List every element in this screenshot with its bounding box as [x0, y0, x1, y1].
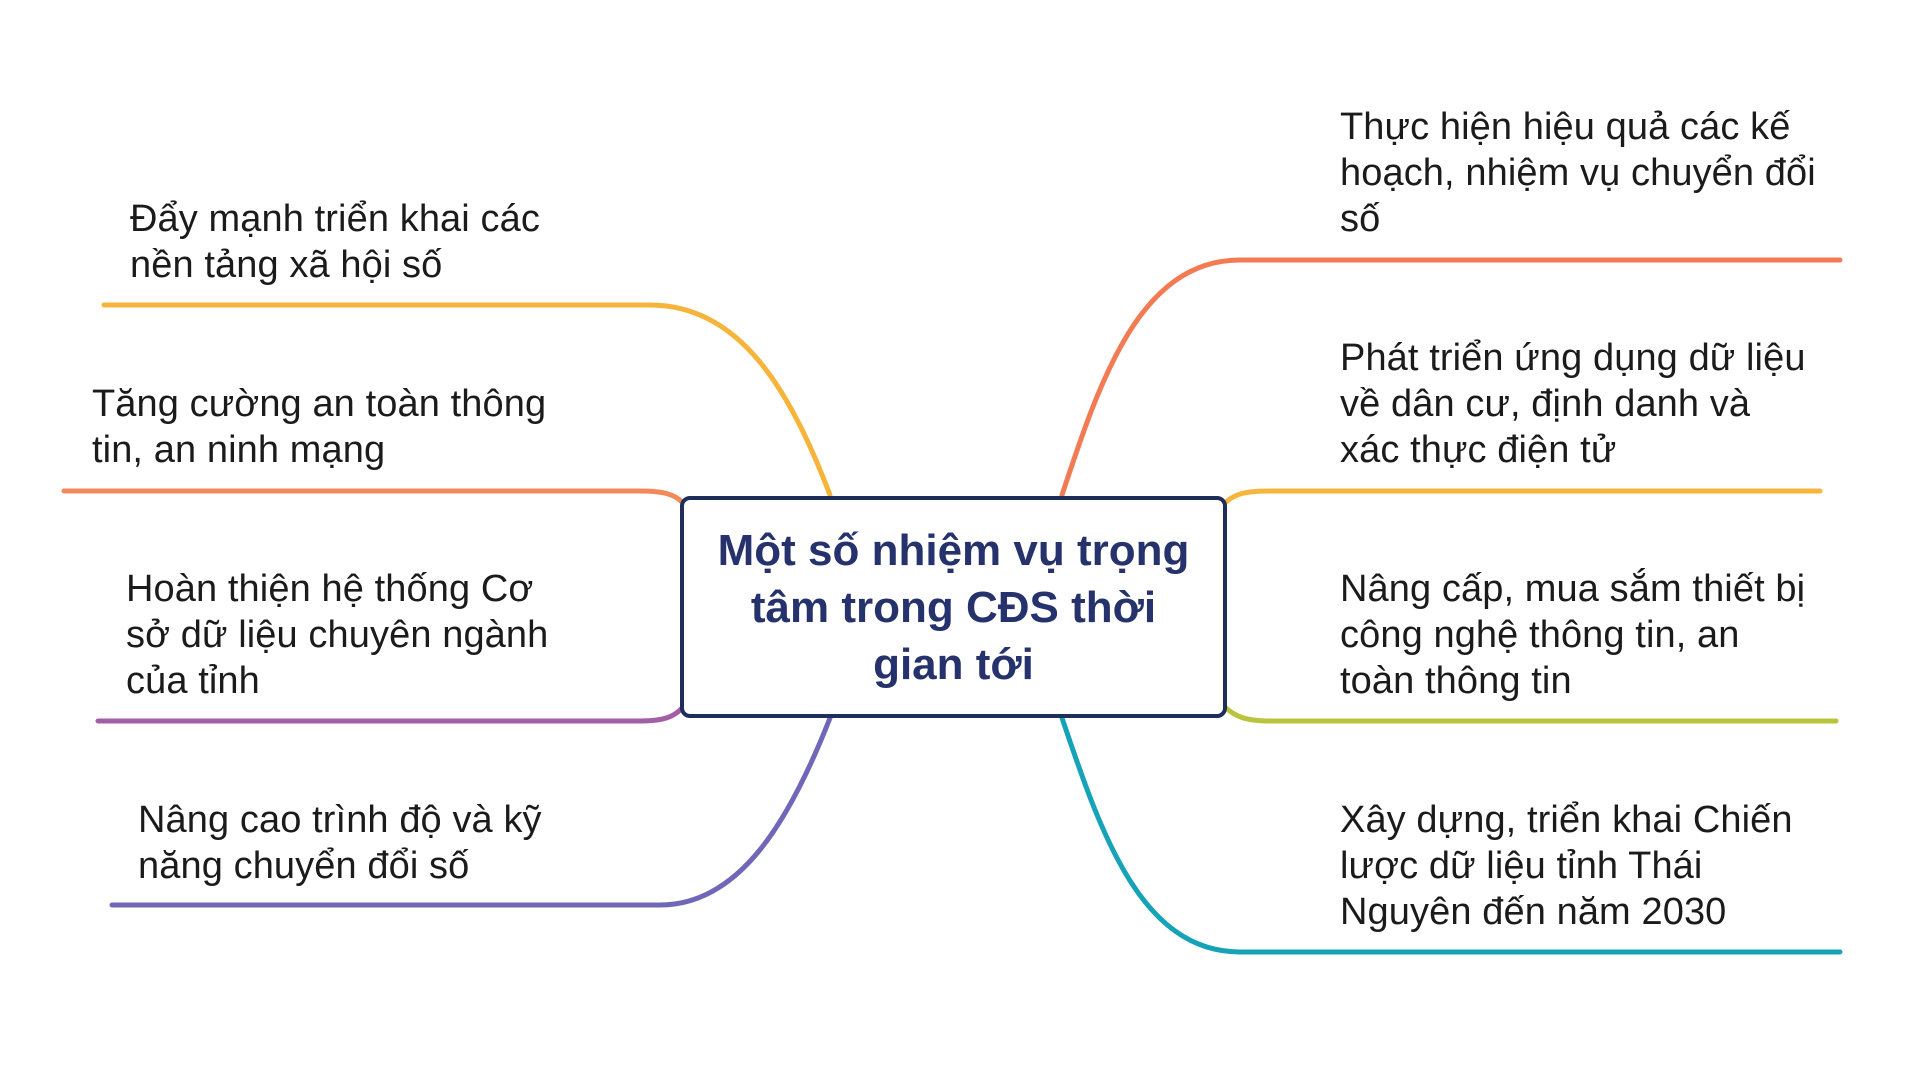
- branch-line-right-4: [1059, 715, 1843, 955]
- branch-line-left-4: [109, 715, 833, 908]
- branch-label-left-1: Đẩy mạnh triển khai các nền tảng xã hội …: [130, 198, 540, 286]
- branch-label-left-3: Hoàn thiện hệ thống Cơ sở dữ liệu chuyên…: [126, 568, 549, 702]
- branch-label-left-2: Tăng cường an toàn thông tin, an ninh mạ…: [92, 383, 547, 471]
- branch-line-right-2: [1223, 488, 1823, 505]
- branch-line-right-1: [1059, 257, 1843, 498]
- branch-label-right-2: Phát triển ứng dụng dữ liệu về dân cư, đ…: [1340, 337, 1806, 471]
- branch-label-right-3: Nâng cấp, mua sắm thiết bị công nghệ thô…: [1340, 568, 1806, 702]
- center-topic-title: Một số nhiệm vụ trọng tâm trong CĐS thời…: [717, 525, 1190, 689]
- center-topic-box: Một số nhiệm vụ trọng tâm trong CĐS thời…: [680, 496, 1227, 718]
- branch-label-right-1: Thực hiện hiệu quả các kế hoạch, nhiệm v…: [1340, 106, 1816, 240]
- branch-line-left-1: [101, 302, 833, 498]
- branch-line-left-2: [61, 488, 685, 505]
- branch-label-right-4: Xây dựng, triển khai Chiến lược dữ liệu …: [1340, 799, 1793, 933]
- branch-line-left-3: [95, 705, 685, 724]
- branch-label-left-4: Nâng cao trình độ và kỹ năng chuyển đổi …: [138, 799, 542, 887]
- branch-line-right-3: [1223, 705, 1839, 724]
